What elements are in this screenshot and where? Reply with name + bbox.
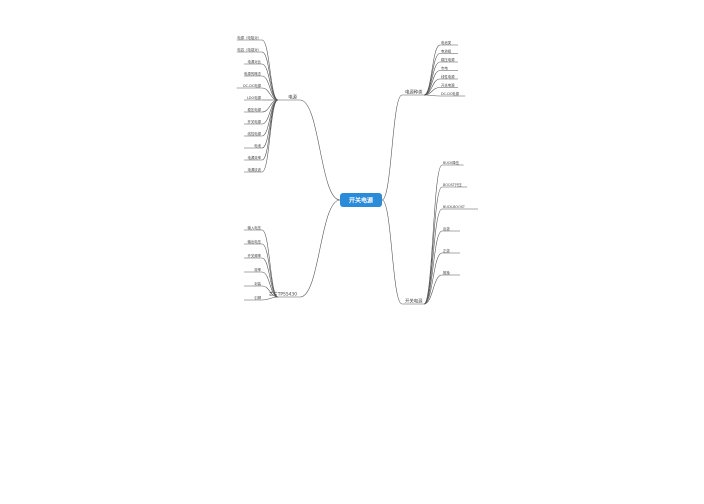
leaf-label: 封装 xyxy=(254,281,261,286)
connector xyxy=(261,99,279,173)
connector xyxy=(299,199,341,298)
leaf-label: 开关电源 xyxy=(441,83,455,88)
leaf-label: 输入电压 xyxy=(247,225,261,230)
connector xyxy=(423,61,441,96)
leaf-label: BUCK-BOOST xyxy=(443,205,466,209)
leaf-label: 稳压电源 xyxy=(247,107,261,112)
connector xyxy=(261,243,279,298)
connector xyxy=(261,51,279,101)
leaf-label: 电容（电感对） xyxy=(237,47,261,52)
branch-label: 开关电源 xyxy=(405,298,423,305)
branch-label: 芯片TPS5430 xyxy=(269,291,297,298)
connector xyxy=(423,230,443,305)
leaf-label: 电池类 xyxy=(441,40,452,45)
leaf-label: 效率 xyxy=(254,267,261,272)
leaf-label: 电池组 xyxy=(441,49,452,54)
connector xyxy=(423,252,443,305)
leaf-label: DC-DC电源 xyxy=(441,91,460,96)
connector xyxy=(261,75,279,101)
leaf-label: 推挽 xyxy=(443,270,450,275)
leaf-label: 电源（电阻对） xyxy=(237,35,261,40)
connector xyxy=(423,94,441,97)
leaf-label: BOOST升压 xyxy=(443,182,462,187)
connector xyxy=(261,229,279,298)
connector xyxy=(423,78,441,96)
leaf-label: 稳压电源 xyxy=(441,57,455,62)
connector xyxy=(261,63,279,101)
connector xyxy=(423,274,443,305)
leaf-label: 线性电源 xyxy=(247,131,261,136)
leaf-label: 输出电压 xyxy=(247,239,261,244)
leaf-label: 电源纹波 xyxy=(247,167,261,172)
leaf-label: 正激 xyxy=(443,248,450,253)
connector xyxy=(423,208,443,305)
branch-label: 电源 xyxy=(288,94,297,101)
connector xyxy=(423,53,441,96)
connector xyxy=(261,39,279,101)
connector xyxy=(261,257,279,298)
leaf-label: DC-DC电源 xyxy=(243,83,262,88)
leaf-label: 电源效率 xyxy=(247,155,261,160)
leaf-label: BUCK降压 xyxy=(443,160,460,165)
connector xyxy=(299,99,341,201)
connector xyxy=(261,99,279,125)
leaf-label: 电池 xyxy=(254,143,261,148)
leaf-label: 线性电源 xyxy=(441,74,455,79)
connector xyxy=(261,296,279,301)
connector xyxy=(381,199,403,305)
connector xyxy=(261,285,279,298)
connector xyxy=(423,186,443,305)
root-node[interactable] xyxy=(340,193,382,207)
leaf-label: 电源对比 xyxy=(247,59,261,64)
connector xyxy=(381,94,403,201)
leaf-label: 反激 xyxy=(443,226,450,231)
connector xyxy=(423,164,443,305)
connector xyxy=(261,99,279,161)
branch-label: 电源种类 xyxy=(405,89,423,96)
leaf-label: 市电 xyxy=(441,66,448,71)
leaf-label: 开关频率 xyxy=(247,253,261,258)
connector xyxy=(261,87,279,101)
root-label: 开关电源 xyxy=(349,196,373,204)
leaf-label: 引脚 xyxy=(254,295,261,300)
connector xyxy=(261,271,279,298)
leaf-label: 电源的概念 xyxy=(244,71,262,76)
leaf-label: 开关电源 xyxy=(247,119,261,124)
connector xyxy=(261,99,279,149)
leaf-label: LDO电源 xyxy=(247,95,262,100)
connector xyxy=(423,44,441,96)
